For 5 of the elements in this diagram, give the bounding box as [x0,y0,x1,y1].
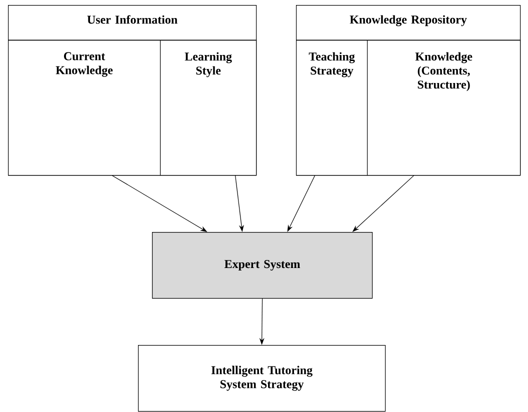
output-box: Intelligent Tutoring System Strategy [138,344,386,412]
process-box: Expert System [152,232,373,299]
column-box: Teaching Strategy [296,40,368,176]
column-box: Learning Style [160,40,257,176]
column-box: Current Knowledge [8,40,161,176]
